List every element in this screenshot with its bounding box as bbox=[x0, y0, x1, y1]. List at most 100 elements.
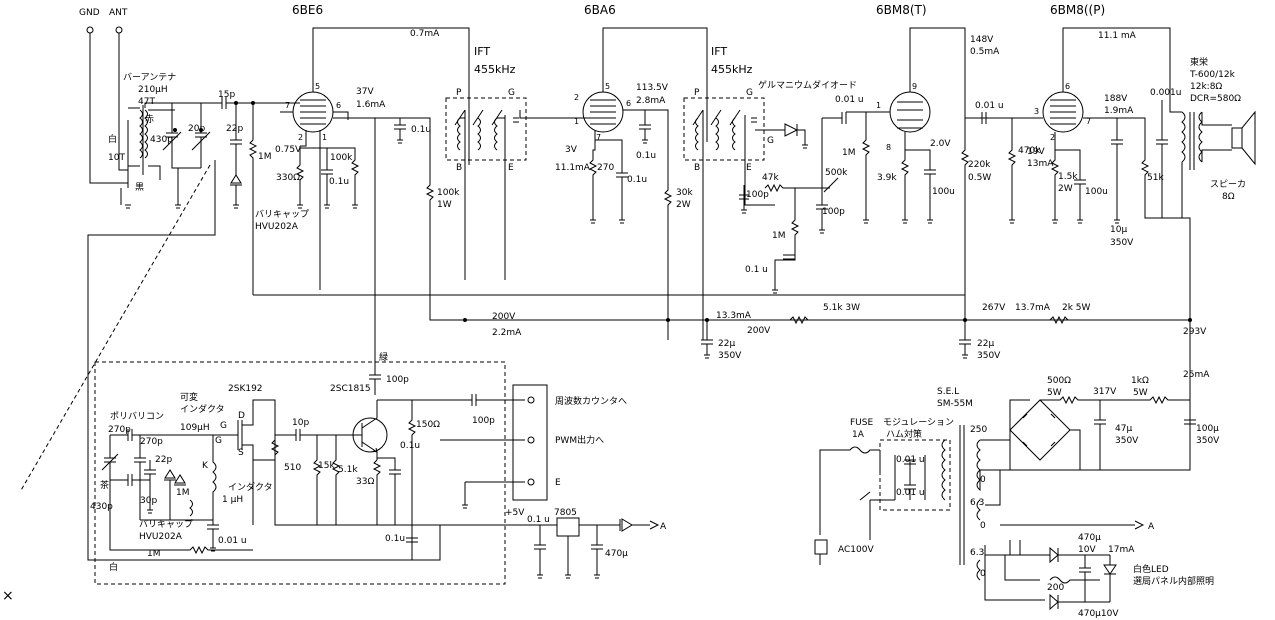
bplus-cap1-v: 350V bbox=[718, 351, 742, 361]
ps-trans-maker: S.E.L bbox=[937, 387, 959, 397]
t4-screen-cap-v: 350V bbox=[1110, 238, 1134, 248]
var-ind-label: 可変 bbox=[180, 391, 198, 403]
reg-470-cap: 470μ bbox=[605, 549, 628, 559]
t1-bypass-cap: 0.1u bbox=[411, 125, 431, 135]
ift1-e: E bbox=[508, 163, 514, 173]
res-1m-label: 1M bbox=[258, 152, 272, 162]
hum-cap1: 0.01 u bbox=[896, 455, 925, 465]
pin-t3-9: 9 bbox=[912, 82, 917, 91]
freq-counter-terminal[interactable] bbox=[527, 396, 535, 404]
pin-t4-2: 2 bbox=[1050, 133, 1055, 142]
osc-22p-cap: 22p bbox=[155, 455, 172, 465]
t2-screen-current: 2.8mA bbox=[636, 96, 666, 106]
t4-grid-res: 470k bbox=[1018, 146, 1041, 156]
osc-10p-cap: 10p bbox=[292, 418, 309, 428]
gnd-label: GND bbox=[79, 8, 100, 18]
bplus-293v: 293V bbox=[1183, 327, 1207, 337]
pin-t4-3: 3 bbox=[1034, 107, 1039, 116]
ps-500-res: 500Ω bbox=[1047, 376, 1071, 386]
pin-t2-5: 5 bbox=[605, 82, 610, 91]
osc-270p-cap2: 270p bbox=[140, 437, 163, 447]
bplus-133ma: 13.3mA bbox=[716, 311, 752, 321]
trans-0a: 0 bbox=[980, 475, 986, 485]
fet-d: D bbox=[238, 411, 245, 421]
ps-trans-model: SM-55M bbox=[937, 399, 973, 409]
trans-63b: 6.3 bbox=[970, 548, 984, 558]
osc-430p-cap: 430p bbox=[90, 502, 113, 512]
led-label2: 選局パネル内部照明 bbox=[1133, 575, 1214, 587]
power-supply bbox=[814, 395, 1196, 611]
pin-t2-7: 7 bbox=[596, 133, 601, 142]
osc-green-label: 緑 bbox=[379, 351, 388, 363]
reg-01-cap: 0.1 u bbox=[527, 515, 550, 525]
ps-317v: 317V bbox=[1093, 387, 1117, 397]
pin-t1-6: 6 bbox=[336, 101, 341, 110]
t2-cathode-res: 270 bbox=[597, 163, 614, 173]
coil-white-label: 白 bbox=[108, 133, 117, 145]
pin-t3-1: 1 bbox=[876, 101, 881, 110]
ps-47-cap: 47μ bbox=[1115, 424, 1132, 434]
osc-varicap-part: HVU202A bbox=[139, 532, 183, 542]
opt-impedance: 12k:8Ω bbox=[1190, 82, 1222, 92]
ant-label: ANT bbox=[109, 8, 128, 18]
pwm-terminal[interactable] bbox=[527, 436, 535, 444]
t4-screen-voltage: 188V bbox=[1104, 94, 1128, 104]
reg-a-label: A bbox=[660, 522, 667, 532]
ant-terminal[interactable] bbox=[115, 26, 123, 34]
bplus-2k-res: 2k 5W bbox=[1062, 303, 1091, 313]
t3-cathode-cap: 100u bbox=[932, 187, 955, 197]
pin-t1-1: 1 bbox=[322, 133, 327, 142]
det-47k-res: 47k bbox=[762, 173, 779, 183]
osc-varicap-label: バリキャップ bbox=[139, 519, 193, 530]
bplus-cap1: 22μ bbox=[718, 339, 735, 349]
osc-150-res: 150Ω bbox=[416, 420, 440, 430]
t1-cathode-res: 330Ω bbox=[276, 173, 300, 183]
bplus-cap2: 22μ bbox=[977, 339, 994, 349]
ift2-freq: 455kHz bbox=[711, 63, 753, 76]
osc-100p-cap2: 100p bbox=[472, 416, 495, 426]
trans-250: 250 bbox=[970, 425, 987, 435]
gnd-terminal[interactable] bbox=[86, 26, 94, 34]
connector-e-label: E bbox=[555, 478, 561, 488]
ift2 bbox=[683, 97, 808, 340]
germanium-diode-label: ゲルマニウムダイオード bbox=[758, 79, 857, 91]
led-200-res: 200 bbox=[1047, 583, 1064, 593]
var-ind-label2: インダクタ bbox=[180, 403, 225, 415]
ac100v-label: AC100V bbox=[838, 545, 874, 555]
t3-coupling-cap: 0.01 u bbox=[975, 101, 1004, 111]
oscillator-box bbox=[94, 340, 525, 585]
det-volume: 500k bbox=[825, 168, 848, 178]
t1-screen-current: 1.6mA bbox=[356, 100, 386, 110]
osc-brown-label: 茶 bbox=[100, 479, 109, 491]
ps-500-watt: 5W bbox=[1047, 388, 1062, 398]
opt-maker: 東栄 bbox=[1190, 56, 1208, 68]
cap-22p-label: 22p bbox=[226, 124, 243, 134]
led-cap-10v: 10V bbox=[1078, 545, 1096, 555]
osc-270p-cap: 270p bbox=[108, 425, 131, 435]
ift1-p: P bbox=[456, 88, 462, 98]
varicap1-part: HVU202A bbox=[255, 222, 299, 232]
ps-47-cap-v: 350V bbox=[1115, 436, 1139, 446]
led-label: 白色LED bbox=[1133, 563, 1169, 575]
t3-cathode-res: 3.9k bbox=[877, 173, 897, 183]
t1-screen-voltage: 37V bbox=[356, 87, 374, 97]
ift1-freq: 455kHz bbox=[474, 63, 516, 76]
bplus-51k-res: 5.1k 3W bbox=[823, 303, 860, 313]
regulator-5v bbox=[505, 517, 660, 579]
osc-001-cap: 0.01 u bbox=[218, 536, 247, 546]
t3-cathode-voltage: 2.0V bbox=[930, 139, 951, 149]
output-connector bbox=[512, 384, 548, 501]
det-100p-cap: 100p bbox=[746, 190, 769, 200]
led-current: 17mA bbox=[1108, 545, 1135, 555]
fuse-label: FUSE bbox=[850, 418, 873, 428]
led-cap-470b: 470μ10V bbox=[1078, 609, 1119, 619]
e-terminal[interactable] bbox=[527, 478, 535, 486]
t2-cathode-cap: 0.1u bbox=[627, 175, 647, 185]
det-01-cap: 0.1 u bbox=[745, 265, 768, 275]
ps-100-cap: 100μ bbox=[1196, 424, 1219, 434]
close-icon[interactable]: × bbox=[2, 588, 14, 604]
ps-a-label: A bbox=[1148, 522, 1155, 532]
t2-bypass-cap: 0.1u bbox=[636, 151, 656, 161]
tube-6be6 bbox=[280, 27, 965, 340]
tube4-name: 6BM8((P) bbox=[1050, 3, 1105, 17]
